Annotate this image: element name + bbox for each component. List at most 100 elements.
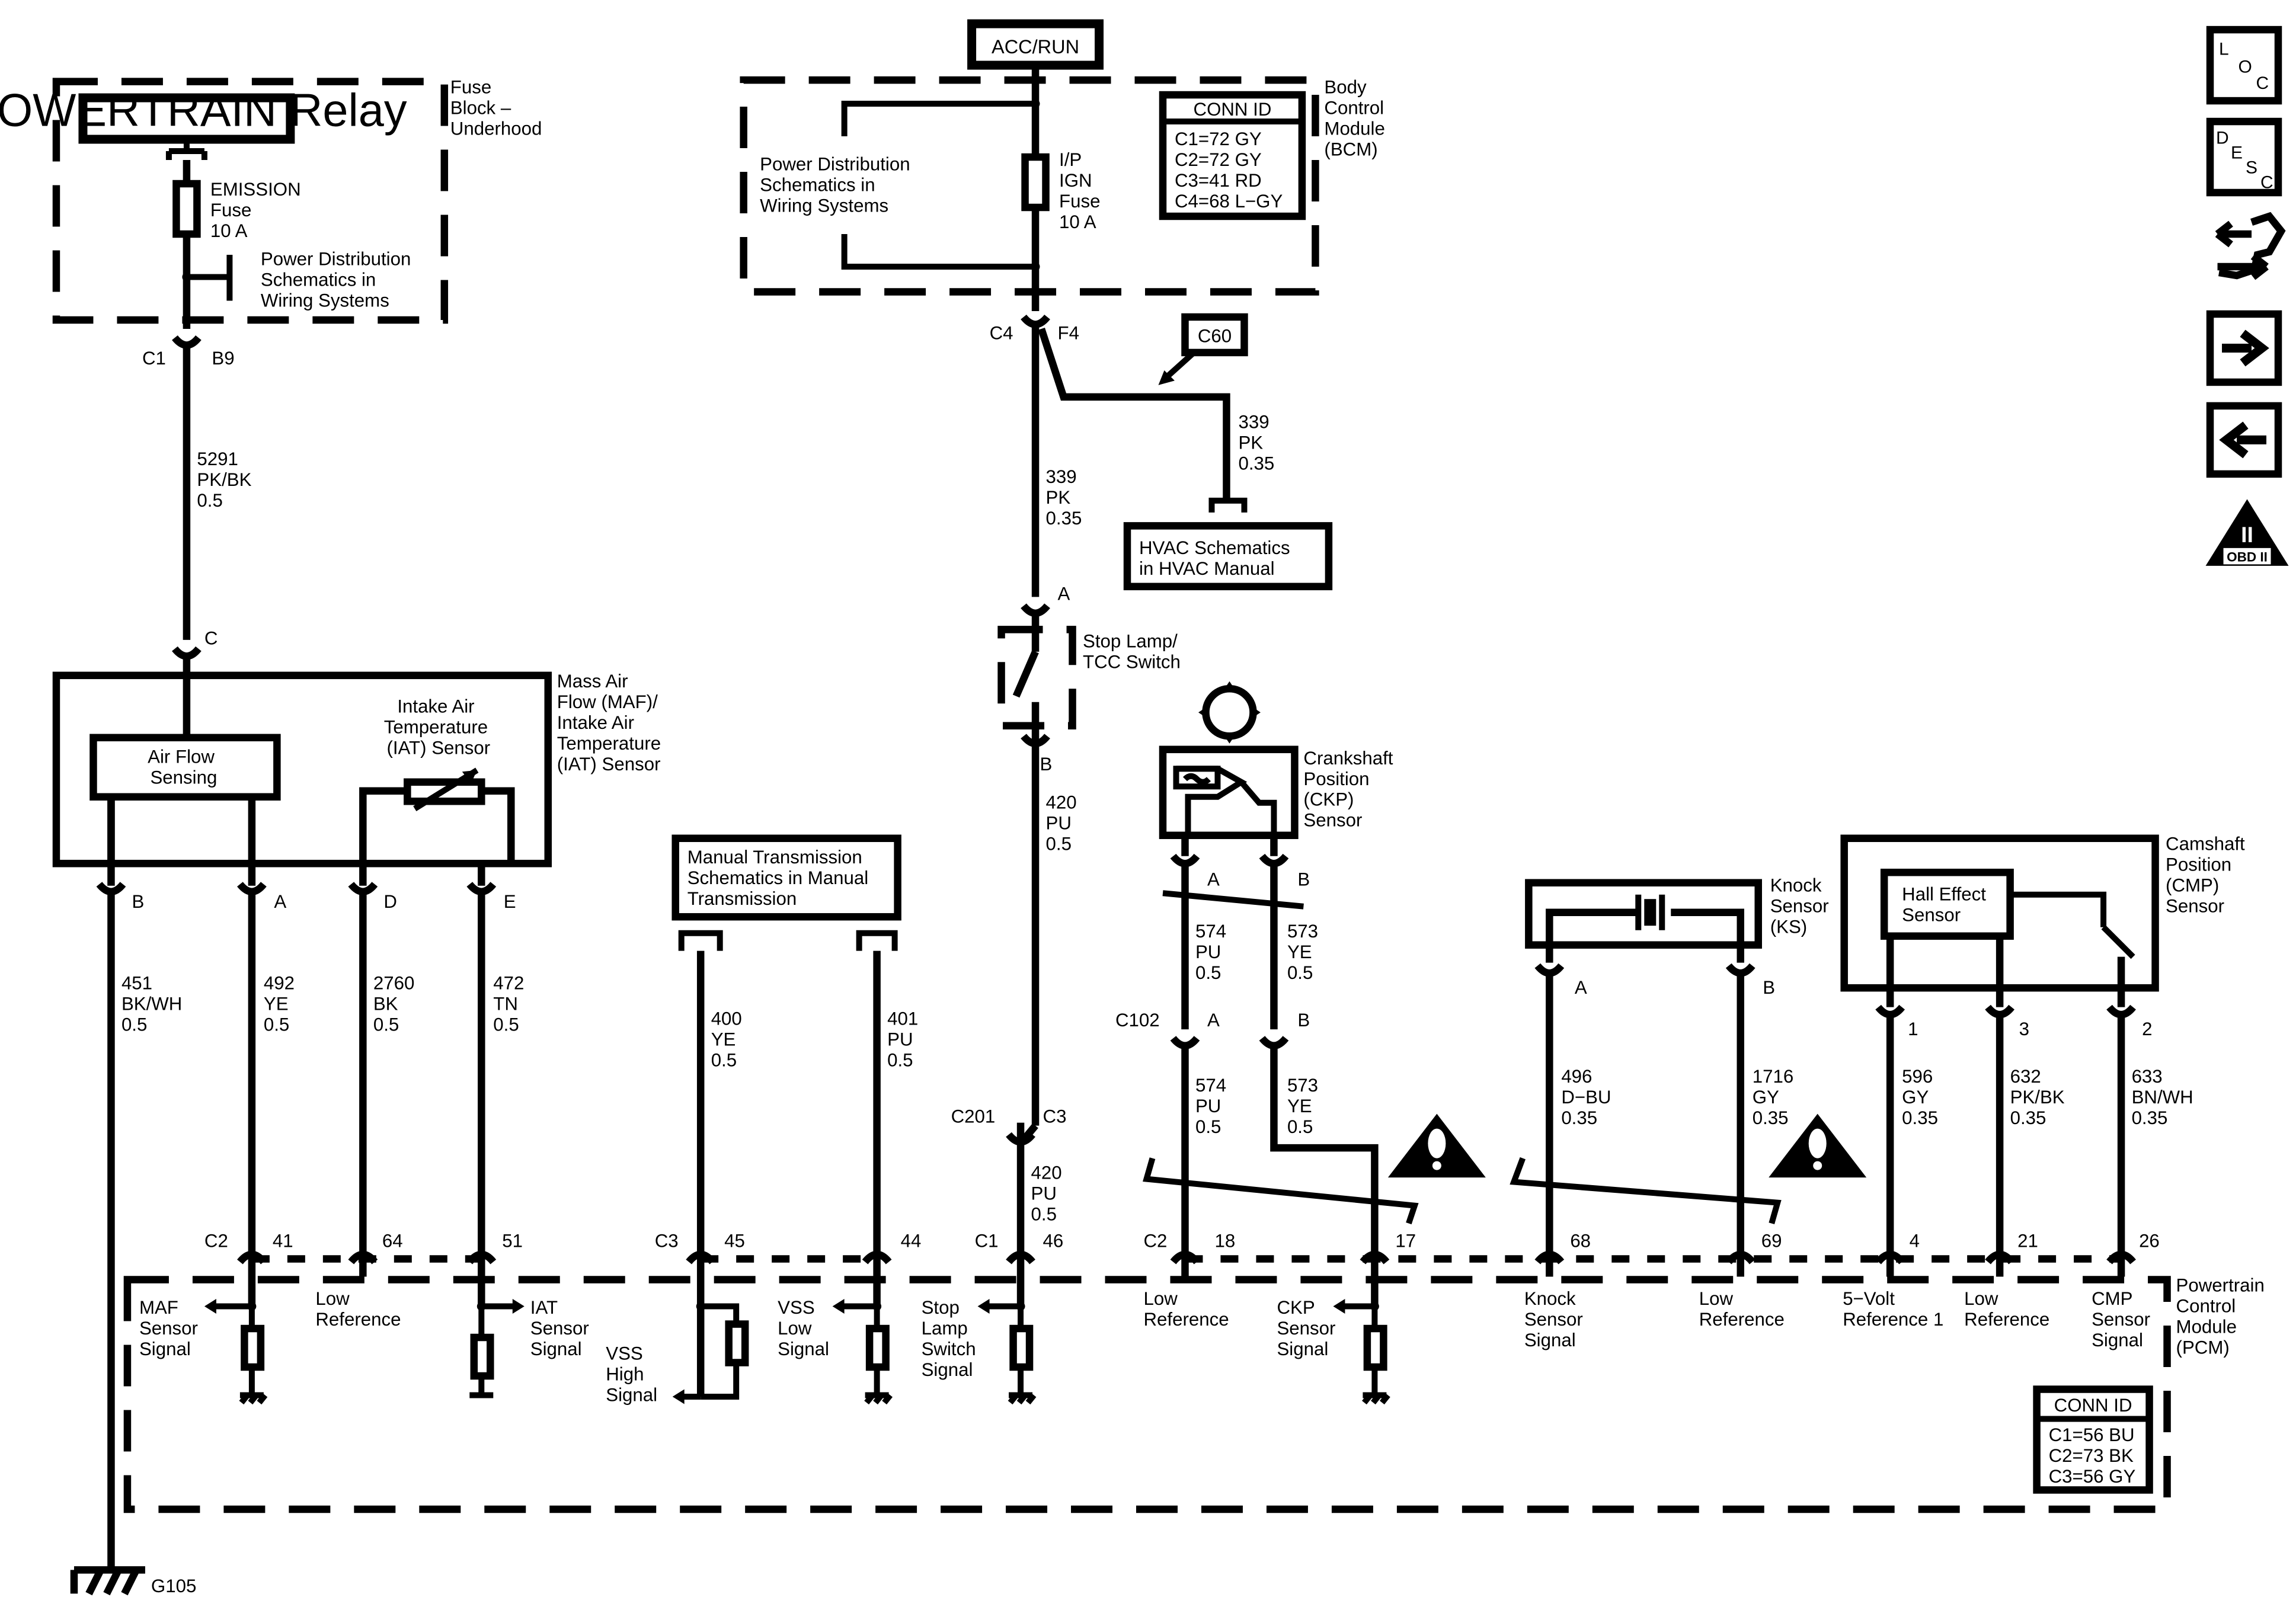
maf-connector-c xyxy=(172,646,202,660)
svg-text:Air Flow Sensing: Air Flow Sensing xyxy=(148,746,220,788)
pull-resistor-icon xyxy=(865,1324,890,1371)
wire-574-label-lower: 574 PU 0.5 xyxy=(1195,1075,1232,1137)
wire-420-label-upper: 420 PU 0.5 xyxy=(1046,792,1082,854)
power-dist-label-fuse: Power Distribution Schematics in Wiring … xyxy=(261,248,416,311)
svg-text:Hall Effect Sensor: Hall Effect Sensor xyxy=(1902,884,1991,926)
cmp-sensor: Hall Effect Sensor 1 3 2 Camshaft Positi… xyxy=(1840,834,2250,1039)
svg-text:1: 1 xyxy=(1908,1019,1918,1039)
svg-text:46: 46 xyxy=(1043,1231,1064,1251)
svg-text:68: 68 xyxy=(1570,1231,1591,1251)
fuse-block-underhood: POWERTRAIN Relay EMISSION Fuse 10 A Powe… xyxy=(0,77,542,329)
svg-text:C201: C201 xyxy=(951,1106,996,1127)
obd-ii-button[interactable]: II OBD II xyxy=(2205,499,2289,566)
svg-text:C1=72 GY C2=72 GY: C1=72 GY C2=72 GY C3=41 RD C4=68 L−GY xyxy=(1175,129,1283,212)
bcm-conn-id-table xyxy=(1159,91,1306,220)
pull-resistor-icon xyxy=(1009,1324,1034,1371)
wire-339-hvac xyxy=(1038,328,1230,501)
wire-400-label: 400 YE 0.5 xyxy=(711,1009,747,1071)
connector-c4-f4 xyxy=(1021,314,1050,328)
svg-text:B: B xyxy=(1040,754,1053,774)
wire-420-label-lower: 420 PU 0.5 xyxy=(1031,1163,1067,1225)
svg-text:C: C xyxy=(2256,73,2269,93)
splice-c60-box xyxy=(1181,313,1248,357)
svg-text:17: 17 xyxy=(1395,1231,1416,1251)
ip-ign-fuse-label: I/P IGN Fuse 10 A xyxy=(1059,149,1105,232)
svg-text:C60: C60 xyxy=(1198,325,1232,346)
bcm-power-dist-label: Power Distribution Schematics in Wiring … xyxy=(760,154,915,216)
svg-text:A: A xyxy=(1207,1010,1220,1030)
svg-text:C1=56 BU C2=73 BK: C1=56 BU C2=73 BK C3=56 GY xyxy=(2049,1425,2140,1487)
stop-lamp-tcc-switch: A B Stop Lamp/ TCC Switch xyxy=(997,583,1181,774)
svg-text:L: L xyxy=(2219,40,2229,59)
svg-text:B: B xyxy=(1297,1010,1310,1030)
ground-g105: G105 xyxy=(70,1566,196,1596)
svg-text:4: 4 xyxy=(1910,1231,1920,1251)
pull-resistor-icon xyxy=(725,1320,749,1366)
svg-text:B: B xyxy=(1297,869,1310,890)
hall-effect-sensor-box xyxy=(1880,868,2014,940)
pull-resistor-icon xyxy=(470,1333,494,1380)
svg-text:C3: C3 xyxy=(1043,1106,1067,1127)
pcm-low-ref-label: Low Reference xyxy=(1699,1288,1785,1330)
switch-contact-icon xyxy=(1012,650,1039,698)
emission-fuse-icon xyxy=(172,180,201,238)
svg-text:C: C xyxy=(204,628,218,648)
emission-fuse-label: EMISSION Fuse 10 A xyxy=(210,179,306,241)
wire-633-label: 633 BN/WH 0.35 xyxy=(2132,1066,2199,1128)
svg-text:C3: C3 xyxy=(655,1231,679,1251)
cmp-sensor-title: Camshaft Position (CMP) Sensor xyxy=(2166,834,2250,917)
pcm-input-circuits xyxy=(204,1299,1390,1405)
wire-573-label-upper: 573 YE 0.5 xyxy=(1287,921,1323,983)
svg-text:A: A xyxy=(274,891,286,912)
pcm-ckp-signal-label: CKP Sensor Signal xyxy=(1277,1297,1341,1359)
ip-ign-fuse-icon xyxy=(1021,153,1050,212)
crank-reluctor-icon xyxy=(1202,685,1257,740)
manual-trans-box xyxy=(671,834,901,921)
wire-496-label: 496 D−BU 0.35 xyxy=(1561,1066,1616,1128)
diagnostic-tools-icon[interactable] xyxy=(2215,212,2286,280)
svg-text:S: S xyxy=(2246,158,2257,178)
nav-icons: L O C D E S C II OBD II xyxy=(2205,25,2289,566)
svg-text:CONN ID: CONN ID xyxy=(1194,99,1272,120)
wire-573-label-lower: 573 YE 0.5 xyxy=(1287,1075,1323,1137)
fuse-block-title: Fuse Block – Underhood xyxy=(450,77,542,139)
air-flow-sensing-box xyxy=(89,734,281,801)
previous-page-button[interactable] xyxy=(2206,402,2282,478)
pcm-low-ref-label: Low Reference xyxy=(1964,1288,2049,1330)
svg-text:45: 45 xyxy=(724,1231,745,1251)
svg-text:B: B xyxy=(1763,977,1775,998)
pcm-5v-ref-label: 5−Volt Reference 1 xyxy=(1843,1288,1943,1330)
svg-text:E: E xyxy=(504,891,516,912)
pcm-knock-signal-label: Knock Sensor Signal xyxy=(1524,1288,1588,1350)
svg-text:51: 51 xyxy=(502,1231,523,1251)
next-page-button[interactable] xyxy=(2206,310,2282,386)
location-button[interactable]: L O C xyxy=(2206,25,2282,105)
svg-text:F4: F4 xyxy=(1058,322,1079,343)
svg-text:D: D xyxy=(383,891,397,912)
body-control-module: Power Distribution Schematics in Wiring … xyxy=(740,76,1390,311)
pcm-maf-signal-label: MAF Sensor Signal xyxy=(139,1297,203,1359)
description-button[interactable]: D E S C xyxy=(2206,117,2282,197)
caution-triangle-icon xyxy=(1769,1113,1867,1178)
twisted-pair-mark-lower xyxy=(1143,1157,1419,1225)
ckp-sensor-title: Crankshaft Position (CKP) Sensor xyxy=(1303,748,1398,831)
hvac-schematics-box xyxy=(1123,522,1333,591)
wire-401-label: 401 PU 0.5 xyxy=(887,1009,923,1071)
svg-text:26: 26 xyxy=(2139,1231,2160,1251)
ground-icon xyxy=(70,1566,145,1596)
knock-sensor: A B Knock Sensor (KS) xyxy=(1525,875,1829,998)
svg-text:64: 64 xyxy=(382,1231,403,1251)
arrow-right-icon xyxy=(2222,329,2269,367)
wire-1716-label: 1716 GY 0.35 xyxy=(1753,1066,1799,1128)
wire-492-label: 492 YE 0.5 xyxy=(264,973,300,1035)
bcm-title: Body Control Module (BCM) xyxy=(1324,77,1390,160)
svg-text:A: A xyxy=(1207,869,1220,890)
connector-c102 xyxy=(1170,1035,1200,1049)
svg-text:C102: C102 xyxy=(1115,1010,1160,1030)
svg-text:69: 69 xyxy=(1761,1231,1782,1251)
svg-text:41: 41 xyxy=(273,1231,293,1251)
maf-sensor-title: Mass Air Flow (MAF)/ Intake Air Temperat… xyxy=(557,671,666,774)
acc-run-label: ACC/RUN xyxy=(992,36,1079,57)
